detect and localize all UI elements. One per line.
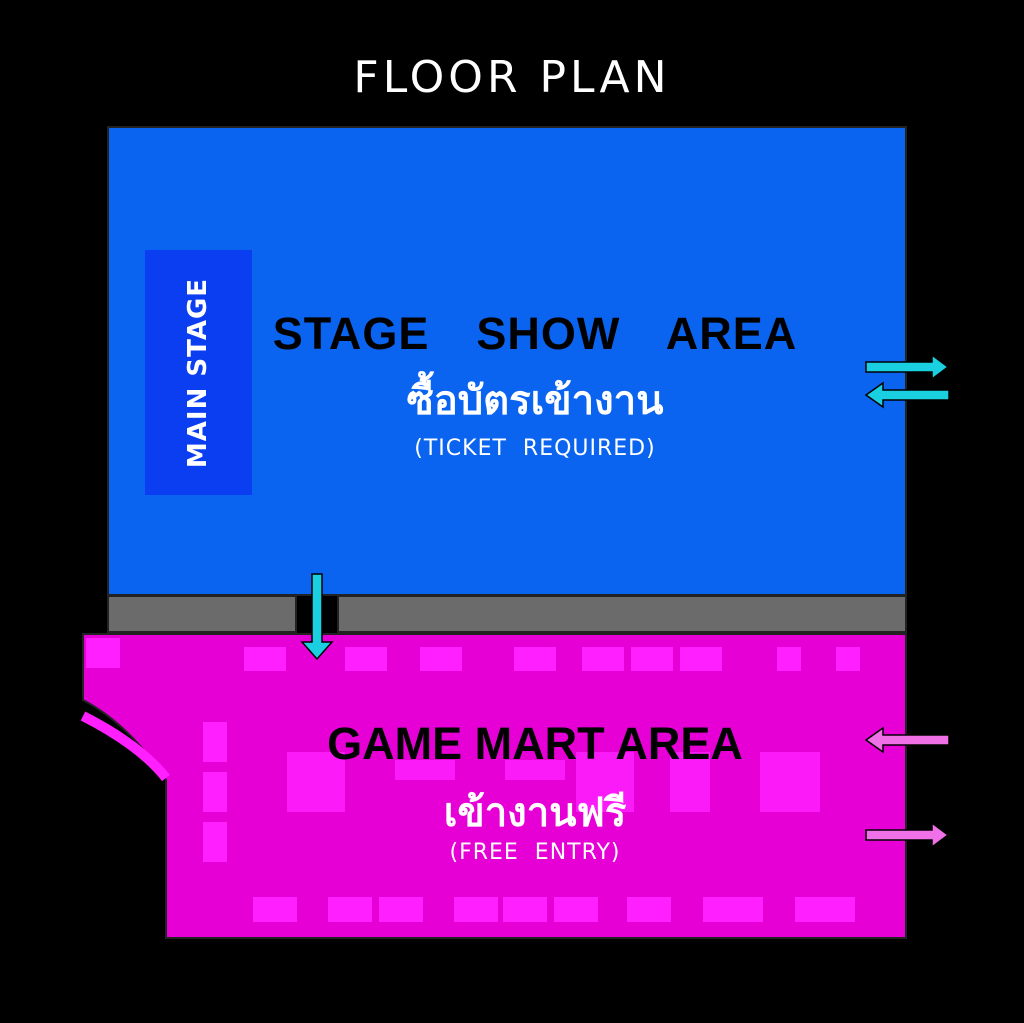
booth bbox=[203, 772, 227, 812]
booth bbox=[680, 647, 722, 671]
arrow-down-icon bbox=[300, 573, 334, 661]
page-title: FLOOR PLAN bbox=[353, 52, 671, 103]
arrow-right-icon bbox=[865, 821, 950, 849]
stage-show-area-note: (TICKET REQUIRED) bbox=[414, 436, 656, 461]
booth bbox=[795, 897, 855, 922]
booth bbox=[777, 647, 801, 671]
game-mart-area-zone bbox=[82, 633, 907, 939]
stage-show-area-thai: ซื้อบัตรเข้างาน bbox=[406, 378, 664, 424]
booth bbox=[576, 752, 634, 812]
booth bbox=[554, 897, 598, 922]
booth bbox=[253, 897, 297, 922]
booth bbox=[395, 760, 455, 780]
booth-column-left bbox=[203, 722, 227, 862]
arrow-left-icon bbox=[864, 726, 950, 754]
booth bbox=[836, 647, 860, 671]
booth bbox=[420, 647, 462, 671]
booth bbox=[328, 897, 372, 922]
booth-row-top bbox=[86, 638, 860, 671]
booth bbox=[287, 752, 345, 812]
booth bbox=[203, 822, 227, 862]
booth bbox=[244, 647, 286, 671]
booth bbox=[631, 647, 673, 671]
booth bbox=[454, 897, 498, 922]
booth bbox=[505, 760, 565, 780]
divider-wall-right bbox=[337, 595, 907, 633]
stage-show-area-title: STAGE SHOW AREA bbox=[272, 308, 798, 359]
bidirectional-arrow-icon bbox=[864, 353, 950, 409]
booth bbox=[379, 897, 423, 922]
booth bbox=[345, 647, 387, 671]
booth-row-bottom bbox=[253, 897, 855, 922]
main-stage-label: MAIN STAGE bbox=[183, 277, 214, 468]
booth bbox=[582, 647, 624, 671]
main-stage-block bbox=[145, 250, 252, 495]
booth bbox=[86, 638, 120, 668]
booth-cluster-middle bbox=[287, 752, 820, 812]
booth bbox=[703, 897, 763, 922]
booth bbox=[514, 647, 556, 671]
booth bbox=[503, 897, 547, 922]
booth bbox=[760, 752, 820, 812]
game-mart-curved-stripe bbox=[80, 711, 170, 782]
booth bbox=[203, 722, 227, 762]
divider-wall-left bbox=[107, 595, 297, 633]
game-mart-area-note: (FREE ENTRY) bbox=[449, 840, 621, 865]
booth bbox=[627, 897, 671, 922]
game-mart-area-thai: เข้างานฟรี bbox=[443, 790, 627, 836]
game-mart-area-title: GAME MART AREA bbox=[327, 718, 743, 769]
booth bbox=[670, 752, 710, 812]
